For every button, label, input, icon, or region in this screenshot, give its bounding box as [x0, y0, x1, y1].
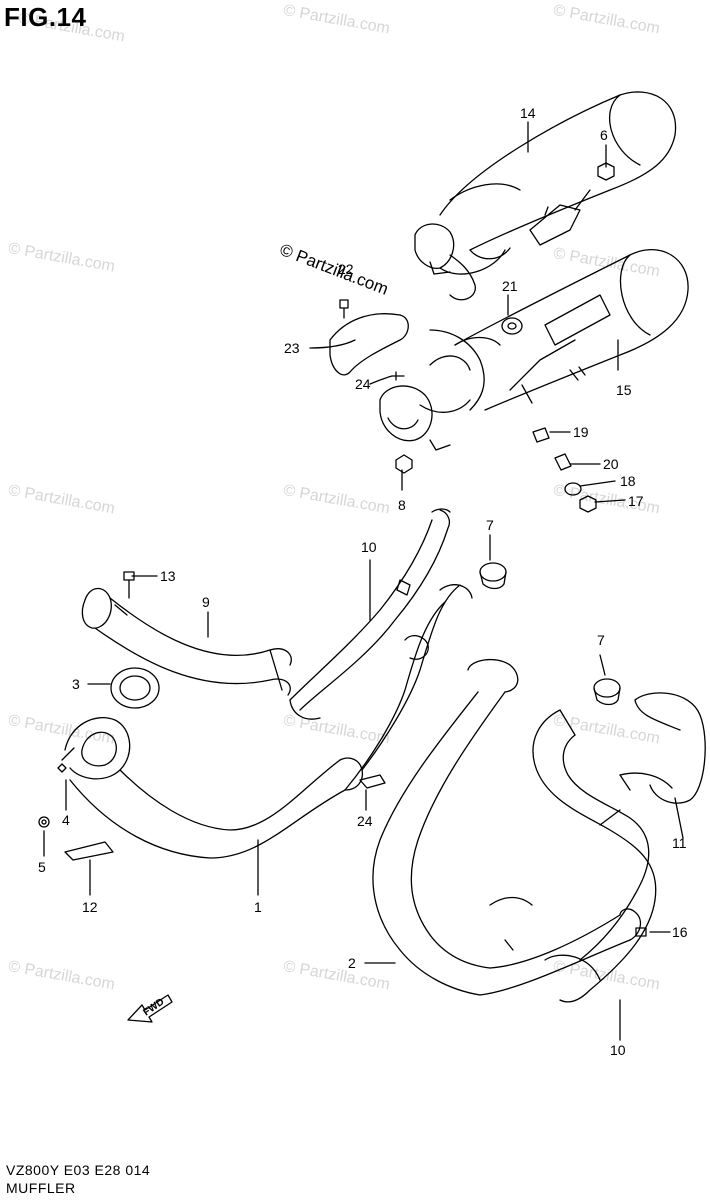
callout-9: 9 — [202, 594, 210, 610]
callout-16: 15 — [616, 382, 632, 398]
callout-4: 4 — [62, 812, 70, 828]
callout-11: 10 — [610, 1042, 626, 1058]
callout-7a: 7 — [486, 517, 494, 533]
callout-14: 13 — [160, 568, 176, 584]
forward-arrow-icon: FWD — [127, 994, 173, 1023]
callout-2: 2 — [348, 955, 356, 971]
callout-5: 5 — [38, 859, 46, 875]
figure-title: FIG.14 — [4, 2, 87, 32]
gasket-3 — [110, 667, 160, 709]
callout-6: 6 — [600, 127, 608, 143]
muffler-lower — [379, 249, 689, 451]
callout-labels: 14 6 22 21 23 24 15 19 20 18 17 8 7 10 1… — [38, 105, 688, 1058]
fasteners — [38, 162, 647, 937]
exhaust-pipe-2 — [372, 658, 642, 996]
callout-18: 17 — [628, 493, 644, 509]
exhaust-pipe-9 — [81, 587, 292, 696]
gasket-7a — [479, 562, 507, 590]
muffler-upper — [414, 91, 677, 301]
diagram-code: VZ800Y E03 E28 014 — [6, 1162, 151, 1178]
leader-lines — [43, 121, 684, 1041]
callout-1: 1 — [254, 899, 262, 915]
callout-13: 12 — [82, 899, 98, 915]
callout-15: 14 — [520, 105, 536, 121]
callout-12: 11 — [672, 835, 687, 851]
callout-24a: 22 — [338, 261, 354, 277]
callout-3: 3 — [72, 676, 80, 692]
callout-25: 24 — [357, 813, 373, 829]
callout-24b: 24 — [355, 376, 371, 392]
gasket-7b — [593, 678, 621, 706]
exhaust-pipe-12 — [619, 692, 706, 804]
diagram-name: MUFFLER — [6, 1180, 76, 1196]
callout-22: 21 — [502, 278, 518, 294]
callout-10: 10 — [361, 539, 377, 555]
exhaust-pipe-rear — [289, 508, 451, 720]
exhaust-pipe-11 — [532, 709, 657, 1003]
callout-17: 16 — [672, 924, 688, 940]
exhaust-pipe-front — [64, 584, 473, 859]
callout-7b: 7 — [597, 632, 605, 648]
callout-21: 20 — [603, 456, 619, 472]
callout-20: 19 — [573, 424, 589, 440]
callout-19: 18 — [620, 473, 636, 489]
callout-23: 23 — [284, 340, 300, 356]
callout-8: 8 — [398, 497, 406, 513]
